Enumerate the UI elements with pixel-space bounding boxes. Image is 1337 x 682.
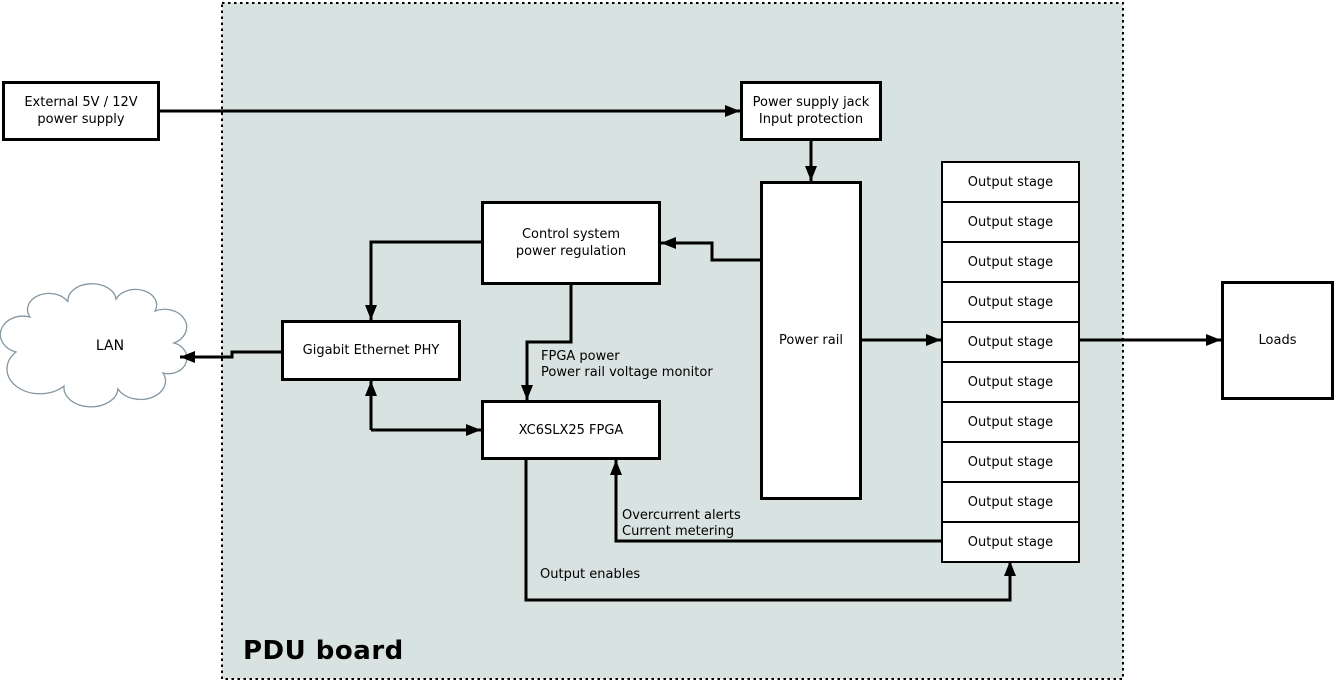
fpga-box: XC6SLX25 FPGA (481, 400, 661, 460)
output-enables-annotation: Output enables (540, 567, 641, 582)
conn-output-to-fpga (610, 460, 941, 543)
jack-label-line2: Input protection (758, 112, 864, 127)
overcurrent-annotation-line1: Overcurrent alerts (622, 508, 741, 523)
output-stage-box: Output stage (941, 241, 1080, 283)
output-stage-box: Output stage (941, 481, 1080, 523)
output-stage-box: Output stage (941, 441, 1080, 483)
overcurrent-annotation-line2: Current metering (622, 524, 735, 539)
lan-cloud-label: LAN (95, 338, 125, 354)
output-stage-box: Output stage (941, 521, 1080, 563)
ethernet-phy-label: Gigabit Ethernet PHY (302, 343, 440, 358)
fpga-power-annotation-line2: Power rail voltage monitor (541, 365, 713, 380)
fpga-label: XC6SLX25 FPGA (518, 422, 624, 438)
control-system-box: Control system power regulation (481, 201, 661, 285)
power-rail-label: Power rail (779, 333, 843, 348)
output-stage-box: Output stage (941, 361, 1080, 403)
conn-phy-to-lan (180, 350, 281, 363)
power-rail-box: Power rail (760, 181, 862, 500)
external-supply-label-line1: External 5V / 12V (24, 95, 138, 110)
output-stage-box: Output stage (941, 281, 1080, 323)
control-label-line1: Control system (521, 227, 621, 242)
fpga-power-annotation-line1: FPGA power (541, 349, 620, 364)
power-supply-jack-box: Power supply jack Input protection (740, 81, 882, 141)
ethernet-phy-box: Gigabit Ethernet PHY (281, 320, 461, 381)
conn-control-to-phy (365, 240, 481, 320)
conn-control-to-fpga (521, 285, 573, 400)
conn-fpga-to-output (524, 460, 1016, 602)
output-stage-box: Output stage (941, 201, 1080, 243)
loads-box: Loads (1221, 281, 1334, 400)
output-stage-box: Output stage (941, 161, 1080, 203)
control-label-line2: power regulation (515, 244, 627, 259)
output-stage-box: Output stage (941, 401, 1080, 443)
output-stage-box: Output stage (941, 321, 1080, 363)
conn-rail-to-control (661, 237, 760, 262)
pdu-board-title: PDU board (243, 636, 404, 666)
overcurrent-annotation: Overcurrent alerts Current metering (622, 508, 741, 540)
loads-label: Loads (1258, 333, 1297, 348)
output-stage-column: Output stage Output stage Output stage O… (941, 161, 1080, 563)
lan-cloud (0, 283, 188, 408)
fpga-power-annotation: FPGA power Power rail voltage monitor (541, 349, 713, 381)
jack-label-line1: Power supply jack (752, 95, 870, 110)
external-supply-box: External 5V / 12V power supply (2, 81, 160, 141)
external-supply-label-line2: power supply (37, 112, 125, 127)
